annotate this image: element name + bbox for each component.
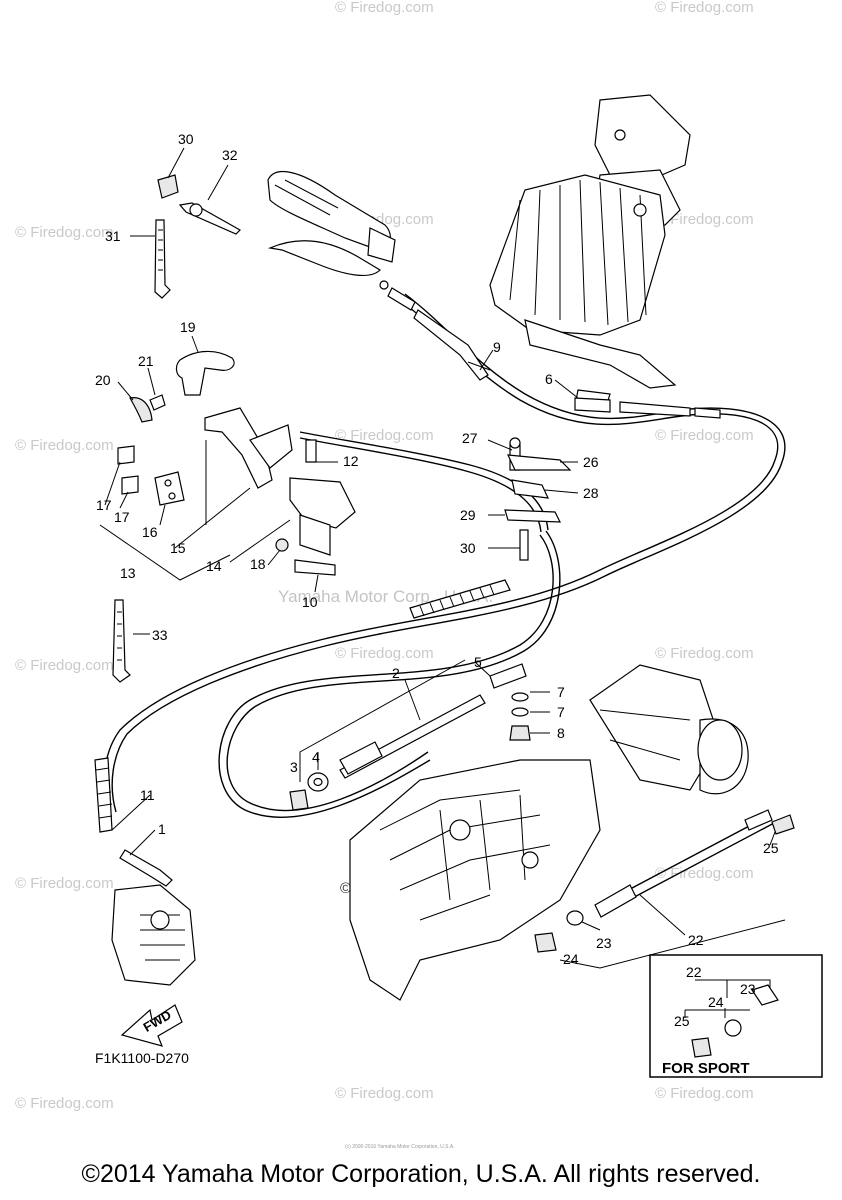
copyright-notice: ©2014 Yamaha Motor Corporation, U.S.A. A… bbox=[81, 1160, 761, 1188]
watermark-layer: © Firedog.com © Firedog.com © Firedog.co… bbox=[15, 0, 754, 1150]
watermark: © Firedog.com bbox=[15, 875, 114, 892]
callout-33: 32 bbox=[222, 147, 238, 163]
watermark: © Firedog.com bbox=[655, 645, 754, 662]
inset-label: FOR SPORT bbox=[662, 1060, 750, 1077]
callout-12: 12 bbox=[343, 453, 359, 469]
callout-20: 20 bbox=[95, 372, 111, 388]
callout-1: 1 bbox=[158, 821, 166, 837]
callout-2: 2 bbox=[392, 665, 400, 681]
watermark: © Firedog.com bbox=[655, 1085, 754, 1102]
callout-5: 5 bbox=[474, 654, 482, 670]
cable-tie-34 bbox=[112, 599, 131, 683]
callout-28: 28 bbox=[583, 485, 599, 501]
watermark: © Firedog.com bbox=[655, 0, 754, 16]
cable-fittings-6 bbox=[574, 397, 721, 419]
inset-callout-24: 24 bbox=[708, 994, 724, 1010]
watermark: © Firedog.com bbox=[15, 657, 114, 674]
callout-13: 13 bbox=[120, 565, 136, 581]
watermark: © Firedog.com bbox=[15, 224, 114, 241]
handlebar-assembly bbox=[267, 171, 491, 381]
clip-parts bbox=[154, 174, 241, 299]
steering-bracket bbox=[504, 437, 572, 561]
callout-15: 15 bbox=[170, 540, 186, 556]
callout-7b: 7 bbox=[557, 704, 565, 720]
callout-6: 6 bbox=[545, 371, 553, 387]
watermark: © Firedog.com bbox=[335, 427, 434, 444]
callout-23: 23 bbox=[596, 935, 612, 951]
watermark: © Firedog.com bbox=[655, 211, 754, 228]
callout-30: 30 bbox=[460, 540, 476, 556]
watermark: © Firedog.com bbox=[15, 1095, 114, 1112]
callout-29: 29 bbox=[460, 507, 476, 523]
callout-7: 7 bbox=[557, 684, 565, 700]
fwd-arrow: FWD bbox=[120, 1004, 183, 1047]
callout-9: 9 bbox=[493, 339, 501, 355]
shift-cable-2 bbox=[289, 663, 531, 811]
callout-4: 3 bbox=[290, 759, 298, 775]
callout-21: 21 bbox=[138, 353, 154, 369]
callout-22: 22 bbox=[688, 932, 704, 948]
callouts: 30 32 31 19 21 20 9 6 27 26 28 29 30 12 … bbox=[95, 131, 779, 1029]
for-sport-inset: FOR SPORT bbox=[649, 954, 823, 1078]
callout-34: 33 bbox=[152, 627, 168, 643]
callout-25: 25 bbox=[763, 840, 779, 856]
callout-11: 11 bbox=[140, 787, 155, 803]
steering-column bbox=[489, 94, 691, 411]
watermark: © Firedog.com bbox=[15, 437, 114, 454]
throttle-lever bbox=[129, 350, 235, 423]
watermark: © Firedog.com bbox=[655, 427, 754, 444]
callout-10: 10 bbox=[302, 594, 318, 610]
watermark: © Firedog.com bbox=[655, 865, 754, 882]
watermark: © Firedog.com bbox=[335, 0, 434, 16]
spiral-sleeve bbox=[94, 579, 511, 833]
callout-17: 17 bbox=[96, 497, 112, 513]
watermark: © Firedog.com bbox=[335, 645, 434, 662]
inset-callout-23: 23 bbox=[740, 981, 756, 997]
callout-3: 4 bbox=[312, 749, 320, 765]
fine-print: (c) 2000-2016 Yamaha Motor Corporation, … bbox=[345, 1144, 455, 1150]
leader-lines bbox=[99, 147, 786, 969]
callout-19: 19 bbox=[180, 319, 196, 335]
callout-18: 18 bbox=[250, 556, 266, 572]
reverse-bracket bbox=[111, 849, 196, 986]
bracket-assembly bbox=[117, 407, 356, 576]
callout-31: 30 bbox=[178, 131, 194, 147]
callout-17b: 17 bbox=[114, 509, 130, 525]
callout-14: 14 bbox=[206, 558, 222, 574]
callout-24: 24 bbox=[563, 951, 579, 967]
callout-26: 26 bbox=[583, 454, 599, 470]
inset-callout-25: 25 bbox=[674, 1013, 690, 1029]
jet-pump bbox=[349, 664, 749, 1001]
callout-27: 27 bbox=[462, 430, 478, 446]
inset-callout-22: 22 bbox=[686, 964, 702, 980]
steering-cable-22 bbox=[534, 809, 795, 953]
watermark: © Firedog.com bbox=[335, 1085, 434, 1102]
callout-8: 8 bbox=[557, 725, 565, 741]
callout-16: 16 bbox=[142, 524, 158, 540]
callout-32: 31 bbox=[105, 228, 121, 244]
figure-code: F1K1100-D270 bbox=[95, 1050, 189, 1066]
